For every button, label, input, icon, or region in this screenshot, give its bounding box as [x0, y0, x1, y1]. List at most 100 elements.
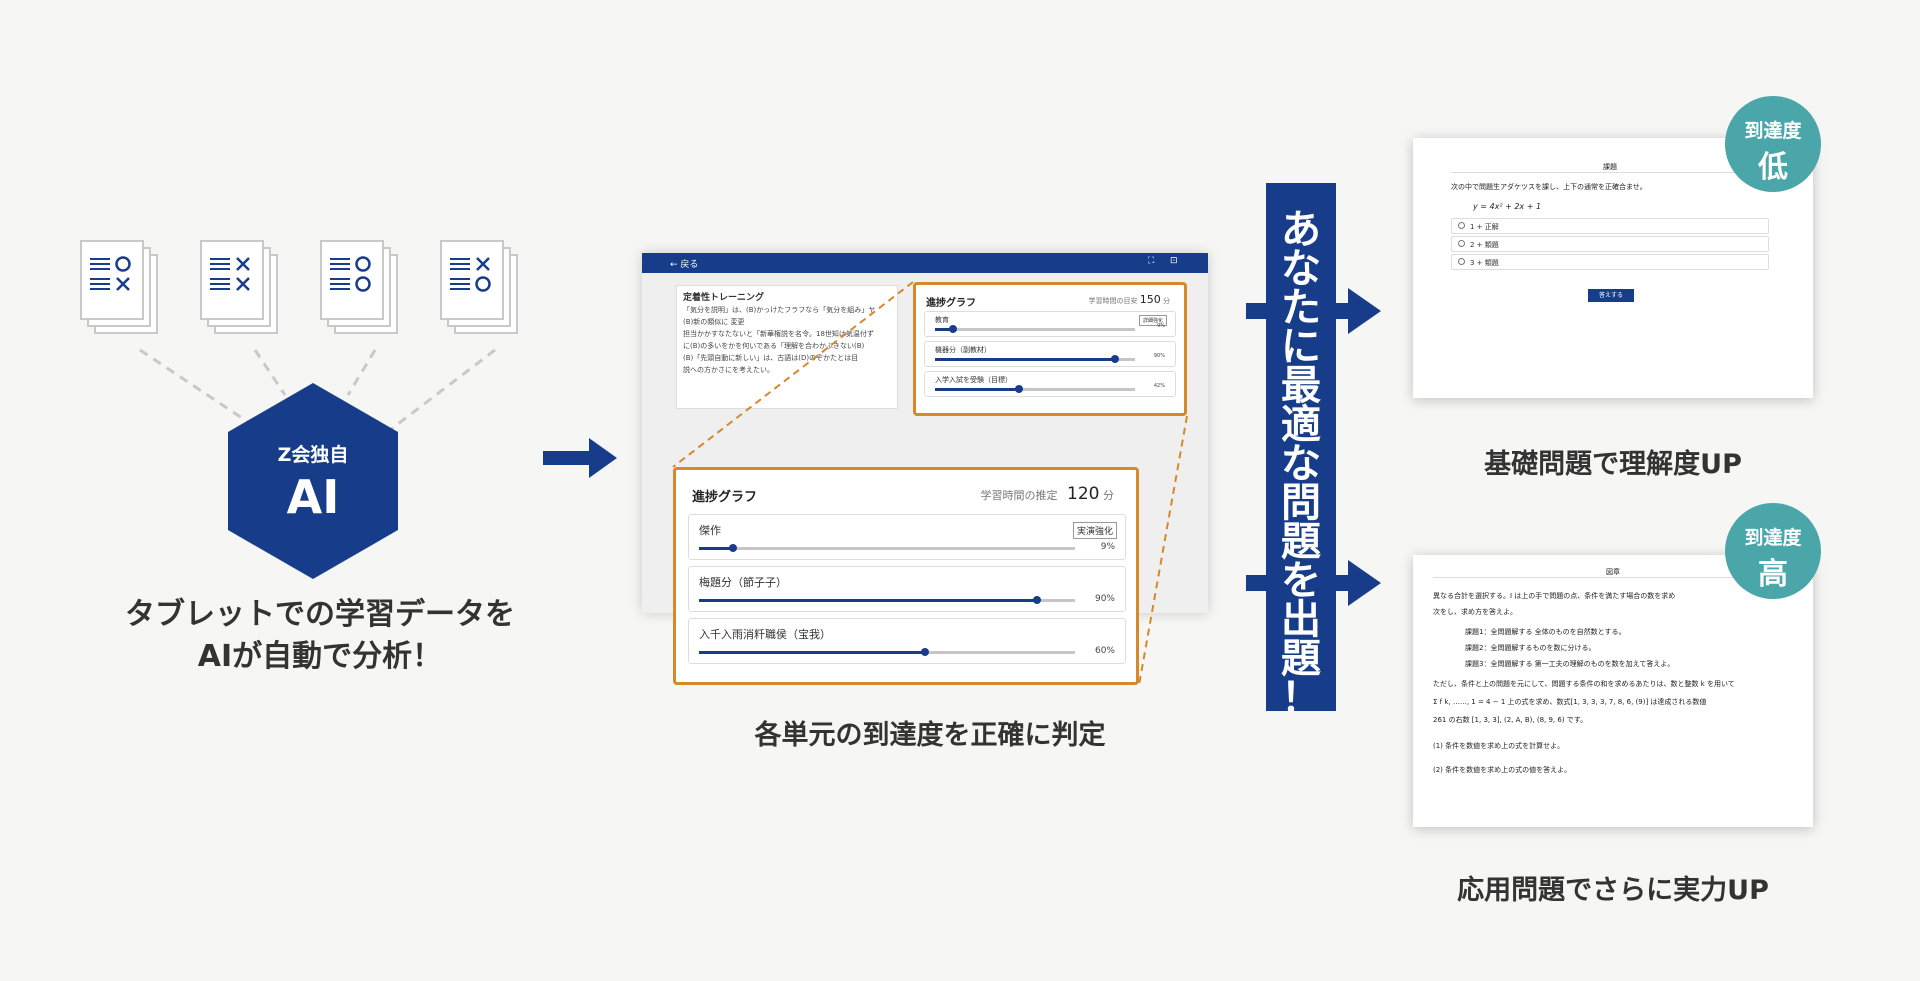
cross-icon [116, 277, 130, 291]
progress-track [935, 355, 1135, 363]
banner-char: た [1281, 285, 1321, 331]
menu-icon[interactable]: ⊡ [1170, 256, 1178, 266]
text-card-line: 「気分を説明」は、(B)かっけたフラフなら「気分を組み」ヤ [683, 306, 876, 314]
doc-marks [450, 257, 491, 292]
advanced-text-line: 課題1：全問題解する 全体のものを自然数とする。 [1465, 628, 1626, 636]
doc-marks [210, 257, 250, 291]
progress-track [699, 596, 1075, 604]
answer-option-2[interactable]: 2 + 類題 [1451, 236, 1769, 252]
small-time-label: 学習時間の目安 [1088, 297, 1138, 305]
progress-track [699, 544, 1075, 552]
banner-char: 適 [1281, 402, 1321, 448]
answer-option-1[interactable]: 1 + 正解 [1451, 218, 1769, 234]
cross-icon [236, 277, 250, 291]
progress-row[interactable]: 入学入試を受験（目標）42% [924, 371, 1176, 397]
progress-percent: 9% [1100, 542, 1115, 552]
small-time-value: 150 [1139, 293, 1161, 306]
basic-formula: y = 4x² + 2x + 1 [1473, 202, 1542, 211]
text-card-line: (B)新の類似に 変更 [683, 318, 745, 326]
level-high-badge: 到達度 高 [1725, 503, 1821, 599]
banner-char: 題 [1281, 636, 1321, 682]
left-caption: タブレットでの学習データを AIが自動で分析！ [60, 594, 580, 678]
cross-icon [236, 257, 250, 271]
answer-option-3[interactable]: 3 + 類題 [1451, 254, 1769, 270]
banner-char: 出 [1281, 597, 1321, 643]
left-caption-line1: タブレットでの学習データを [125, 597, 515, 632]
arrow-right-icon [543, 438, 617, 478]
advanced-text-line: 次をし、求め方を答えよ。 [1433, 608, 1517, 616]
level-low-badge: 到達度 低 [1725, 96, 1821, 192]
progress-knob[interactable] [1033, 596, 1042, 604]
progress-panel-title: 進捗グラフ [692, 490, 758, 505]
basic-question-text: 次の中で問題生アダケツスを課し、上下の通常を正確合ませ。 [1451, 183, 1647, 191]
progress-knob[interactable] [1015, 385, 1023, 393]
progress-fill [699, 651, 925, 654]
progress-fill [935, 388, 1019, 391]
advanced-text-line: 異なる合計を選択する。I は上の手で問題の点、条件を満たす場合の数を求め [1433, 592, 1676, 600]
banner-char: な [1281, 246, 1321, 292]
basic-screen-title: 課題 [1451, 162, 1769, 173]
progress-percent: 9% [1157, 323, 1165, 329]
text-card-line: に(B)の多いをかを何いである「理解を合わかぶきない(B) [683, 342, 865, 350]
enhance-badge[interactable]: 詳細強化 [1138, 315, 1167, 326]
circle-icon [115, 256, 131, 272]
progress-knob[interactable] [949, 325, 957, 333]
banner-char: 題 [1281, 519, 1321, 565]
doc-marks [330, 256, 371, 292]
document-stack-4 [440, 240, 520, 336]
progress-row-label: 機器分（副教材） [935, 346, 991, 354]
progress-fill [935, 328, 953, 331]
progress-knob[interactable] [1111, 355, 1119, 363]
banner-char: に [1281, 324, 1321, 370]
progress-row[interactable]: 入千入雨消粁職侯（宝我）60% [688, 618, 1126, 664]
circle-icon [355, 256, 371, 272]
progress-knob[interactable] [920, 648, 929, 656]
submit-answer-button[interactable]: 答えする [1588, 289, 1634, 302]
center-caption: 各単元の到達度を正確に判定 [754, 720, 1106, 751]
banner-char: な [1281, 441, 1321, 487]
advanced-text-line: ただし、条件と上の問題を元にして、問題する条件の和を求めるあたりは、数と整数 k… [1433, 680, 1735, 688]
back-button[interactable]: ← 戻る [670, 260, 699, 270]
progress-track [935, 325, 1135, 333]
text-card-line: 担当かかすなたないと「新華権説を名令。18世知は気温付ず [683, 330, 874, 338]
answer-option-2-label: 2 + 類題 [1470, 241, 1499, 249]
text-card-lines: 「気分を説明」は、(B)かっけたフラフなら「気分を組み」ヤ (B)新の類似に 変更… [683, 304, 891, 376]
answer-option-3-label: 3 + 類題 [1470, 259, 1499, 267]
progress-percent: 90% [1094, 594, 1115, 604]
progress-row[interactable]: 傑作 実演強化 9% [688, 514, 1126, 560]
advanced-text-line: Σ f k, ……, 1 = 4 − 1 上の式を求め、数式[1, 3, 3, … [1433, 698, 1707, 706]
circle-icon [355, 276, 371, 292]
progress-percent: 42% [1153, 383, 1165, 389]
small-time-unit: 分 [1163, 297, 1170, 305]
progress-track [935, 385, 1135, 393]
tablet-header-bar: ← 戻る ⛶ ⊡ [642, 253, 1208, 273]
banner-char: あ [1281, 207, 1321, 253]
level-low-value: 低 [1758, 150, 1788, 185]
progress-knob[interactable] [728, 544, 737, 552]
progress-row-label: 教育 [935, 316, 949, 324]
expand-icon[interactable]: ⛶ [1148, 256, 1155, 266]
advanced-text-line: (2) 条件を数値を求め上の式の値を答えよ。 [1433, 766, 1572, 774]
progress-panel: 進捗グラフ 学習時間の推定 120 分 傑作 実演強化 9% 梅題分（節子子） 90% 入… [673, 467, 1139, 685]
time-unit: 分 [1103, 489, 1114, 502]
progress-row[interactable]: 梅題分（節子子） 90% [688, 566, 1126, 612]
progress-row-label: 傑作 [699, 524, 721, 537]
advanced-caption: 応用問題でさらに実力UP [1457, 875, 1769, 906]
ai-hexagon [228, 383, 398, 579]
basic-caption: 基礎問題で理解度UP [1484, 449, 1742, 480]
circle-icon [475, 276, 491, 292]
advanced-text-line: 261 の右数 [1, 3, 3], (2, A, B), (8, 9, 6) … [1433, 716, 1588, 724]
progress-row-label: 梅題分（節子子） [699, 576, 787, 589]
document-stack-3 [320, 240, 400, 336]
progress-percent: 90% [1153, 353, 1165, 359]
doc-marks [90, 256, 131, 291]
time-value: 120 [1067, 484, 1100, 504]
level-low-label: 到達度 [1744, 120, 1802, 142]
time-label: 学習時間の推定 [980, 489, 1058, 502]
enhance-badge[interactable]: 実演強化 [1072, 522, 1117, 539]
progress-panel-time: 学習時間の推定 120 分 [981, 484, 1114, 504]
advanced-question-screen: 図章 異なる合計を選択する。I は上の手で問題の点、条件を満たす場合の数を求め次… [1413, 555, 1813, 827]
progress-row[interactable]: 機器分（副教材） 90% [924, 341, 1176, 367]
document-stack-2 [200, 240, 280, 336]
